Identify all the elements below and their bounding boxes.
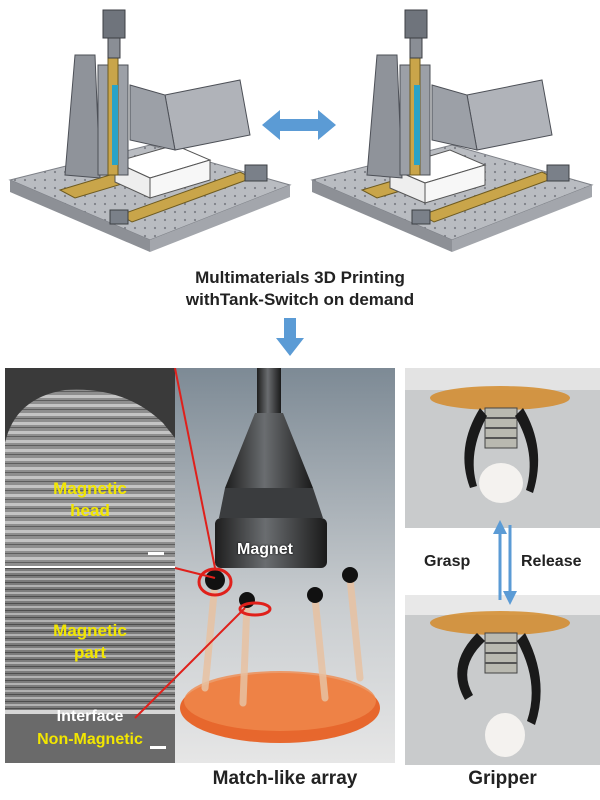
magnetic-part-line2: part bbox=[73, 643, 107, 662]
printer-renders bbox=[8, 9, 594, 252]
magnetic-part-label: Magnetic part bbox=[5, 620, 175, 664]
magnetic-head-label: Magnetic head bbox=[5, 478, 175, 522]
grasp-release-arrows bbox=[493, 520, 517, 605]
match-array-photo bbox=[175, 368, 395, 763]
sem-images bbox=[5, 368, 175, 763]
release-label: Release bbox=[521, 553, 582, 570]
printing-caption-line1: Multimaterials 3D Printing bbox=[195, 268, 405, 287]
magnetic-head-line1: Magnetic bbox=[53, 479, 127, 498]
printing-caption: Multimaterials 3D Printing withTank-Swit… bbox=[0, 267, 600, 311]
gripper-caption: Gripper bbox=[468, 768, 537, 789]
gripper-release-photo bbox=[405, 595, 600, 765]
magnetic-part-line1: Magnetic bbox=[53, 621, 127, 640]
head-highlight bbox=[197, 567, 233, 597]
printing-caption-line2: withTank-Switch on demand bbox=[185, 290, 415, 309]
grasp-label: Grasp bbox=[424, 553, 471, 570]
interface-label: Interface bbox=[56, 708, 124, 725]
gripper-grasp-photo bbox=[405, 368, 600, 528]
pointer-lines bbox=[134, 368, 246, 719]
switch-double-arrow bbox=[262, 110, 336, 140]
magnet-label: Magnet bbox=[237, 541, 293, 558]
match-array-caption: Match-like array bbox=[212, 768, 358, 789]
sem-panel: Magnetic head Magnetic part Interface No… bbox=[5, 368, 175, 763]
magnetic-head-line2: head bbox=[70, 501, 110, 520]
non-magnetic-label: Non-Magnetic bbox=[37, 731, 143, 748]
down-arrow-icon bbox=[276, 318, 304, 356]
interface-highlight bbox=[238, 601, 272, 617]
printer-render-right bbox=[310, 9, 594, 252]
printer-render-left bbox=[8, 9, 292, 252]
